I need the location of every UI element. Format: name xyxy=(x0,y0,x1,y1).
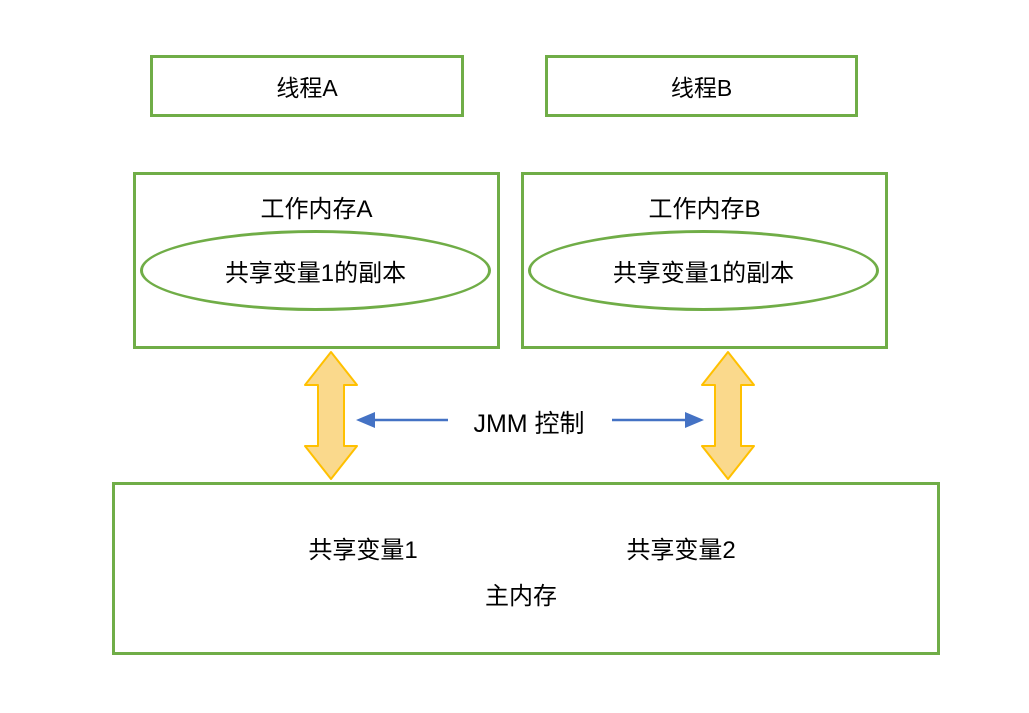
thread-b-box: 线程B xyxy=(545,55,858,117)
up-down-arrow-b xyxy=(701,351,755,480)
thread-a-label: 线程A xyxy=(276,75,338,101)
shared-variable-1-label: 共享变量1 xyxy=(308,537,418,564)
shared-variable-copy-a-label: 共享变量1的副本 xyxy=(224,260,407,287)
up-down-arrow-a xyxy=(304,351,358,480)
shared-variable-copy-ellipse-b: 共享变量1的副本 xyxy=(528,230,879,311)
main-memory-box xyxy=(112,482,940,655)
shared-variable-2-label: 共享变量2 xyxy=(626,537,736,564)
thread-a-box: 线程A xyxy=(150,55,464,117)
jmm-control-label: JMM 控制 xyxy=(467,404,591,440)
thread-b-label: 线程B xyxy=(670,75,733,101)
main-memory-title: 主内存 xyxy=(485,583,557,610)
working-memory-a-title: 工作内存A xyxy=(260,196,373,223)
working-memory-b-title: 工作内存B xyxy=(648,196,761,223)
shared-variable-copy-b-label: 共享变量1的副本 xyxy=(612,260,795,287)
shared-variable-copy-ellipse-a: 共享变量1的副本 xyxy=(140,230,491,311)
working-memory-a-box: 工作内存A 共享变量1的副本 xyxy=(133,172,500,349)
working-memory-b-box: 工作内存B 共享变量1的副本 xyxy=(521,172,888,349)
